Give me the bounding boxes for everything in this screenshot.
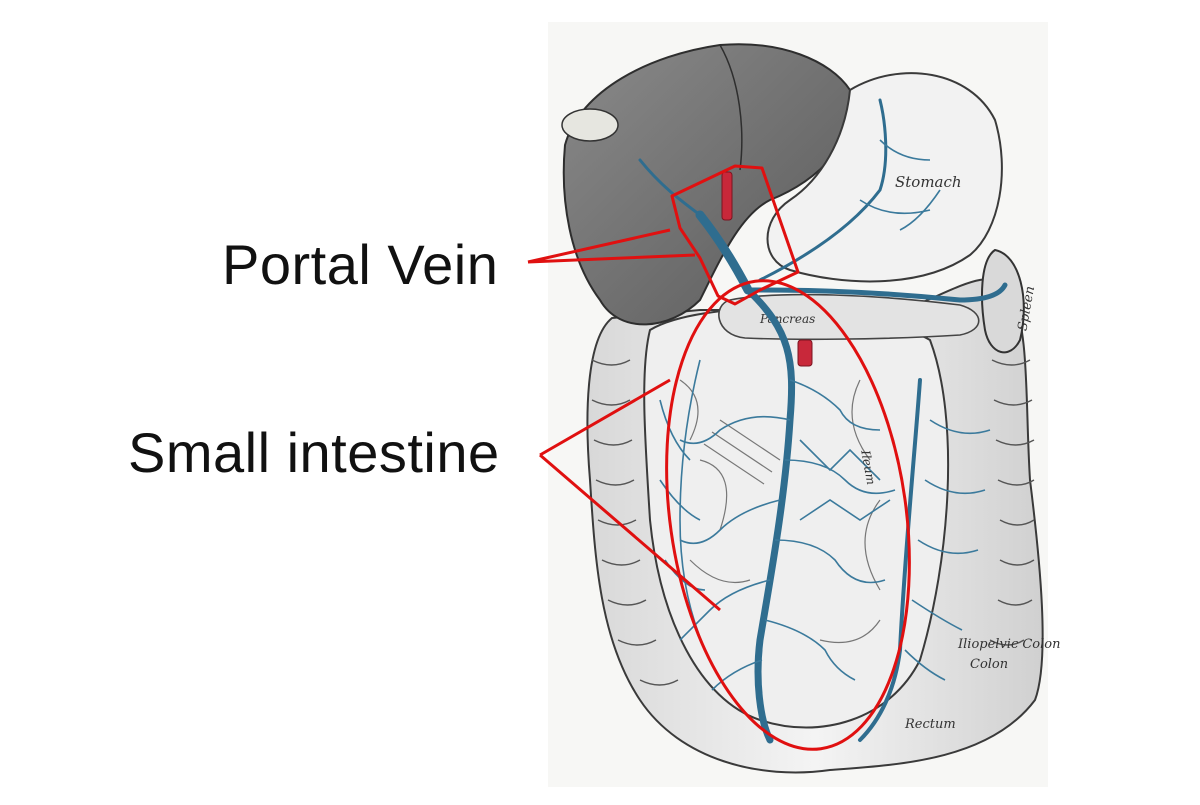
iliopelvic-colon-text: Iliopelvic Colon	[957, 637, 1061, 652]
intestine-folds	[679, 379, 881, 644]
arteries	[721, 171, 813, 367]
hepatic-branch-vein	[638, 158, 702, 217]
aorta-segment	[797, 339, 813, 367]
stomach-text: Stomach	[895, 173, 962, 191]
small-intestine-callout-pointer	[539, 378, 721, 612]
colon-haustra	[591, 359, 1035, 686]
splenic-vein	[745, 282, 1008, 303]
hepatic-artery	[721, 171, 733, 221]
colon-text: Colon	[970, 657, 1008, 672]
pancreas-shape	[718, 293, 980, 341]
portal-vein-callout-box	[670, 164, 800, 306]
liver-lobe-line	[719, 44, 743, 171]
portal-vein-callout-pointer	[527, 228, 696, 264]
rectum-text: Rectum	[904, 717, 956, 732]
spleen-shape	[981, 248, 1025, 354]
inferior-mesenteric-vein	[858, 378, 922, 742]
portal-vein-label: Portal Vein	[222, 233, 499, 296]
superior-mesenteric-vein	[744, 286, 796, 744]
small-intestine-callout-ellipse	[665, 279, 911, 751]
callouts	[527, 164, 911, 751]
gallbladder-shape	[561, 108, 619, 142]
liver-shape	[562, 43, 853, 326]
small-intestine-label: Small intestine	[128, 421, 500, 484]
ileum-text: Ileum	[858, 448, 878, 486]
